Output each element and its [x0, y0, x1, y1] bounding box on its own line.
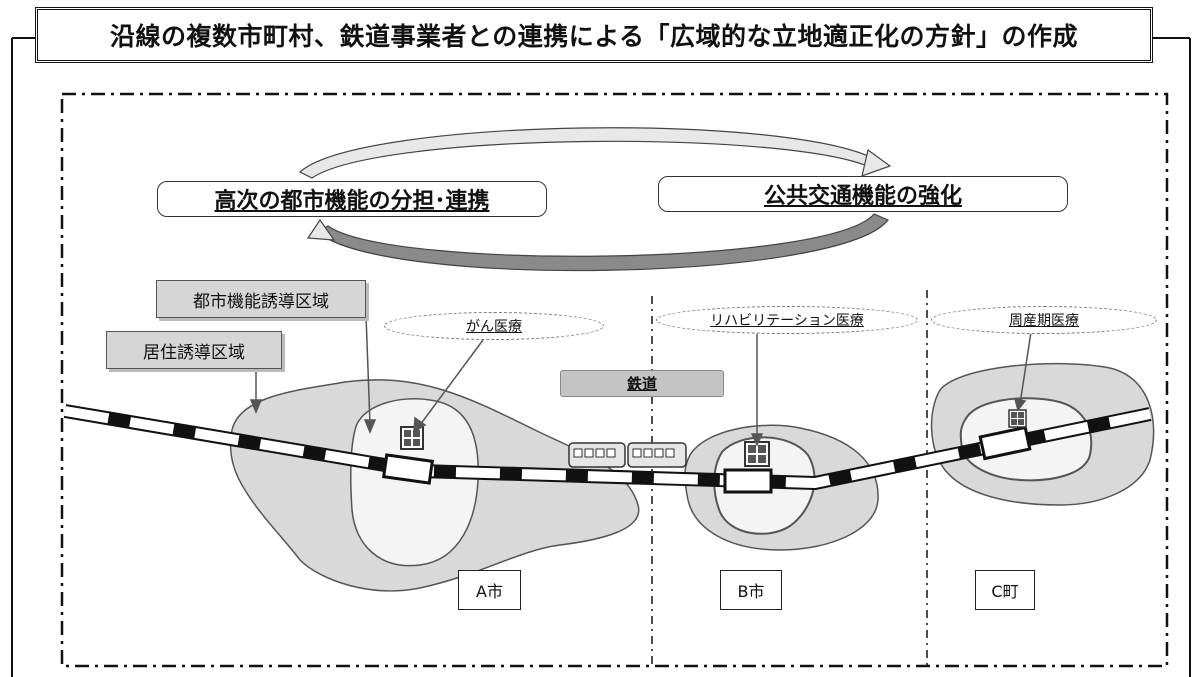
- cycle-label-function-sharing: 高次の都市機能の分担･連携: [157, 181, 547, 217]
- cycle-arrowhead-bottom: [306, 218, 336, 241]
- hospital-cross-icon: [1008, 409, 1027, 428]
- cycle-label-transit-strengthening: 公共交通機能の強化: [658, 176, 1068, 212]
- page-title: 沿線の複数市町村、鉄道事業者との連携による「広域的な立地適正化の方針」の作成: [35, 7, 1153, 63]
- zone-label-urban-function: 都市機能誘導区域: [156, 280, 366, 318]
- cycle-arrow-top: [298, 127, 882, 179]
- city-label-b: B市: [720, 570, 782, 610]
- zone-label-residential: 居住誘導区域: [106, 331, 282, 369]
- inner-dashdot-border: [60, 92, 1169, 668]
- cycle-arrow-bottom: [316, 213, 889, 272]
- facility-label-rehab: リハビリテーション医療: [656, 306, 918, 334]
- hospital-cross-icon: [744, 441, 770, 467]
- cycle-arrows: [298, 127, 892, 272]
- city-label-a: A市: [458, 570, 521, 610]
- cycle-arrowhead-top: [861, 148, 892, 177]
- station-icon: [381, 453, 435, 485]
- facility-label-cancer: がん医療: [384, 312, 604, 340]
- railway-label: 鉄道: [560, 370, 724, 397]
- station-icon: [978, 425, 1032, 461]
- train-icon: [568, 442, 687, 468]
- facility-label-perinatal: 周産期医療: [931, 306, 1157, 334]
- leader-lines: [249, 314, 1032, 447]
- hospital-cross-icon: [400, 426, 424, 450]
- city-label-c: C町: [975, 570, 1035, 610]
- station-icon: [723, 468, 773, 494]
